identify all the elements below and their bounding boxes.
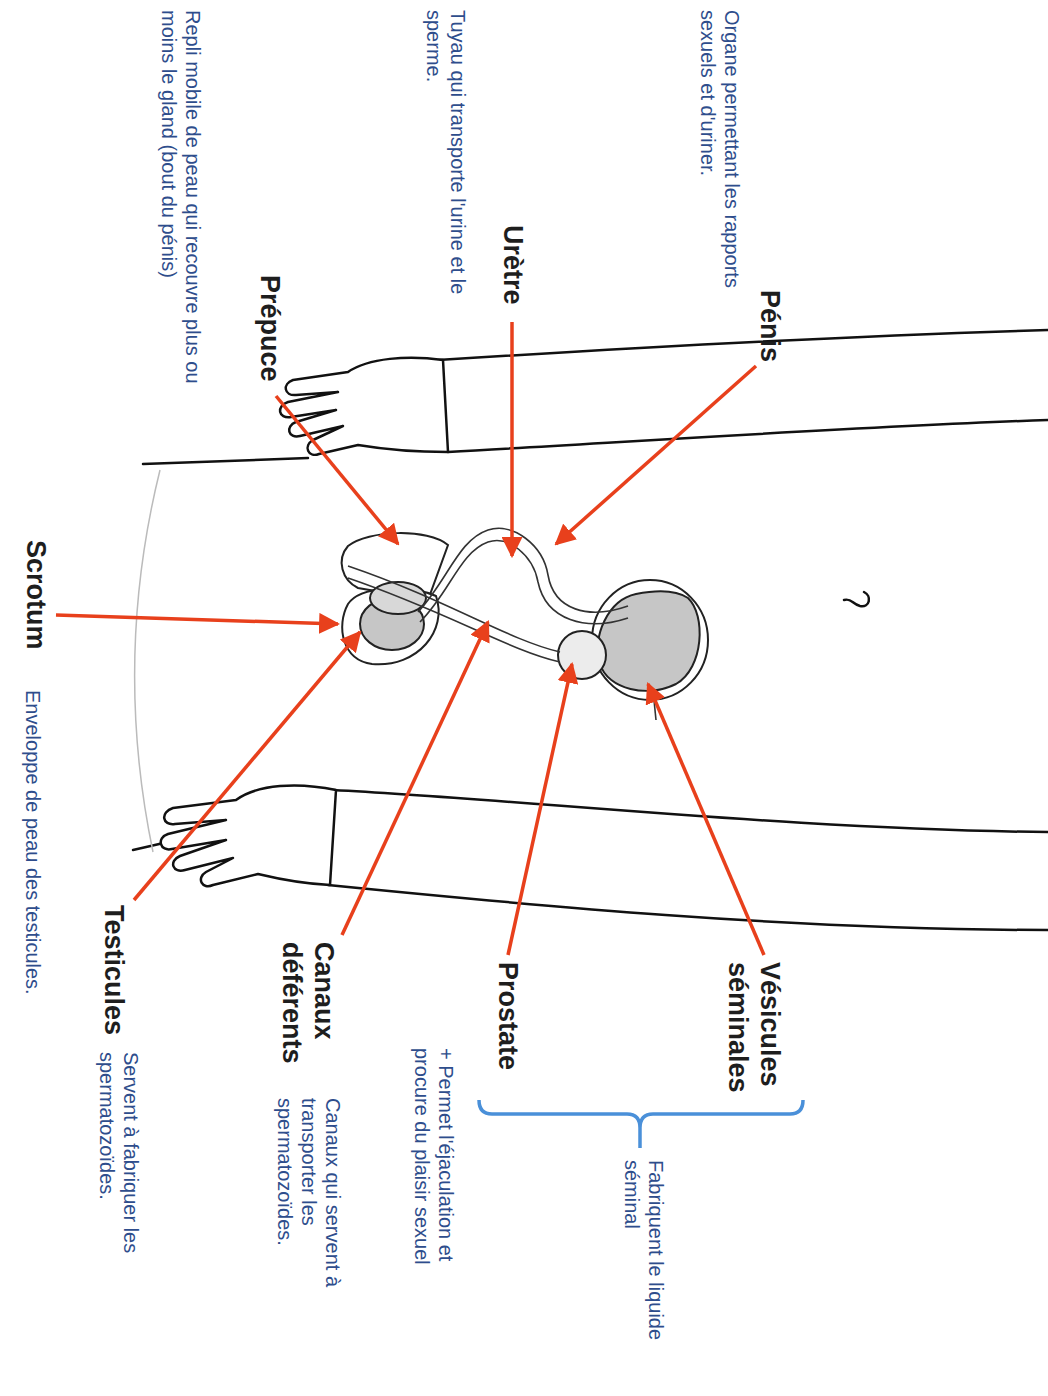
part-name: Urètre — [497, 225, 529, 305]
part-description: Tuyau qui transporte l'urine et le sperm… — [422, 10, 470, 310]
part-description: Canaux qui servent à transporter les spe… — [273, 1098, 345, 1338]
part-description: + Permet l'éjaculation et procure du pla… — [410, 1048, 458, 1328]
part-name: Pénis — [754, 290, 786, 362]
part-name: Prostate — [492, 962, 524, 1070]
part-description: Enveloppe de peau des testicules. — [21, 690, 45, 1110]
part-name: Prépuce — [254, 275, 286, 382]
part-description: Servent à fabriquer les spermatozoïdes. — [95, 1052, 143, 1302]
part-description: Fabriquent le liquide séminal — [620, 1160, 668, 1385]
part-description: Organe permettant les rapports sexuels e… — [696, 10, 744, 345]
part-name: Testicules — [98, 905, 130, 1035]
part-name: Scrotum — [20, 540, 52, 650]
part-description: Repli mobile de peau qui recouvre plus o… — [157, 10, 205, 405]
part-name: Vésicules séminales — [721, 962, 786, 1097]
part-name: Canaux déférents — [275, 942, 340, 1082]
